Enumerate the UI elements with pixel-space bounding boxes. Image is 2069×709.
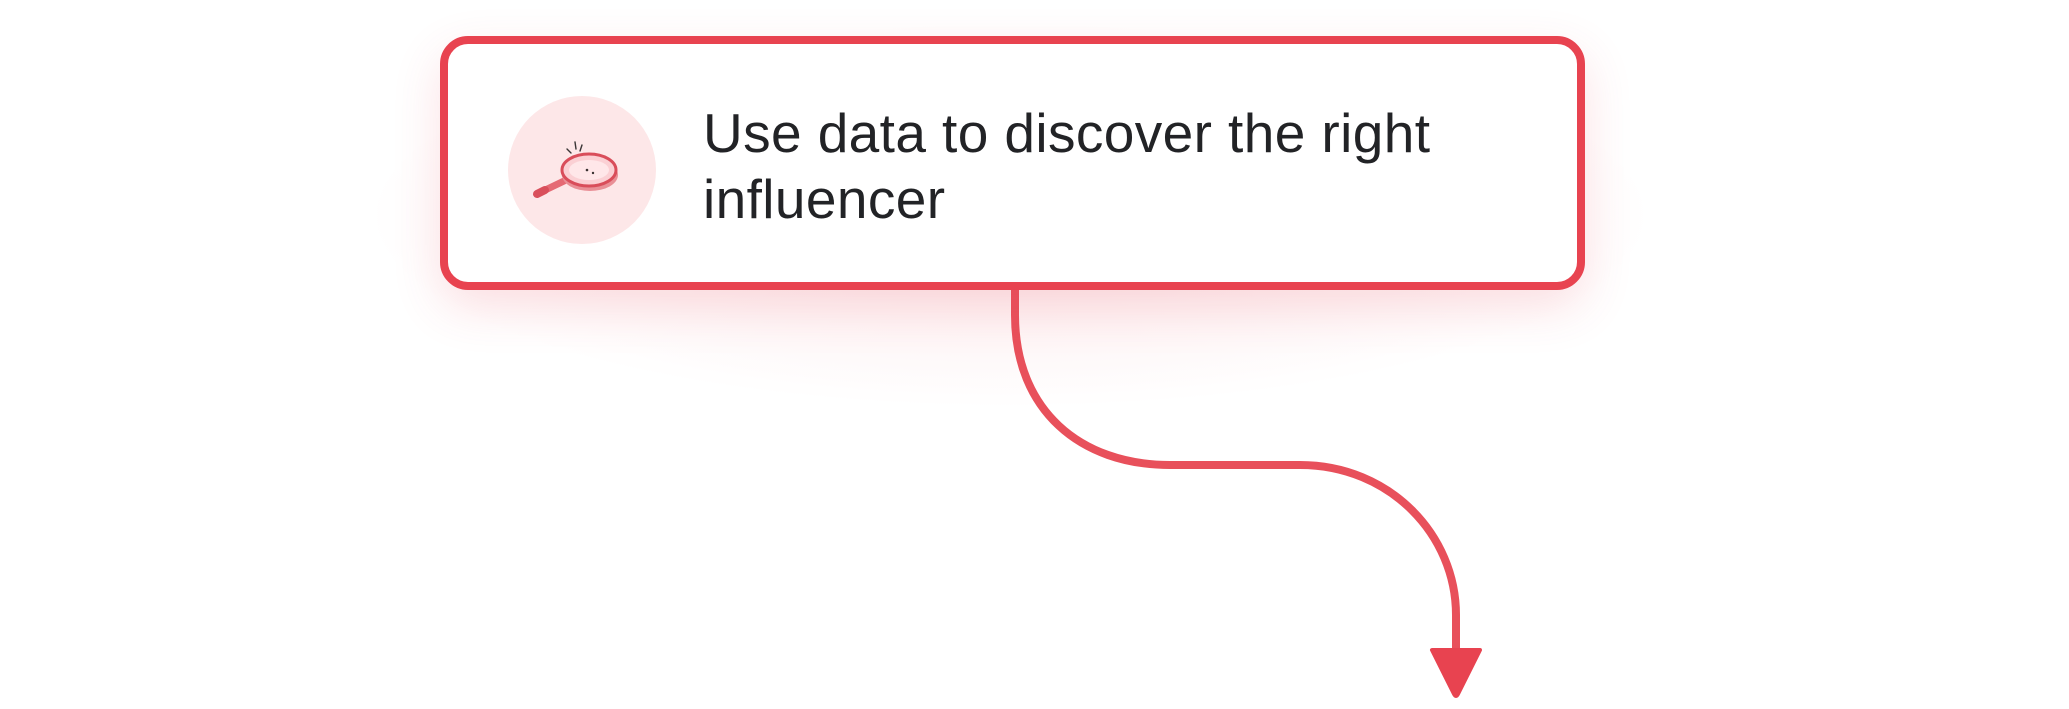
step-label: Use data to discover the right influence…: [703, 102, 1431, 230]
step-card: Use data to discover the right influence…: [440, 36, 1585, 290]
arrow-down-icon: [1430, 648, 1482, 698]
connector-path: [1011, 290, 1460, 655]
magnifier-handle-cap: [533, 186, 549, 198]
spark-lines: [566, 141, 583, 154]
magnifier-glass: [569, 160, 609, 180]
magnifying-glass-icon: [533, 141, 618, 198]
icon-circle: [508, 96, 656, 244]
